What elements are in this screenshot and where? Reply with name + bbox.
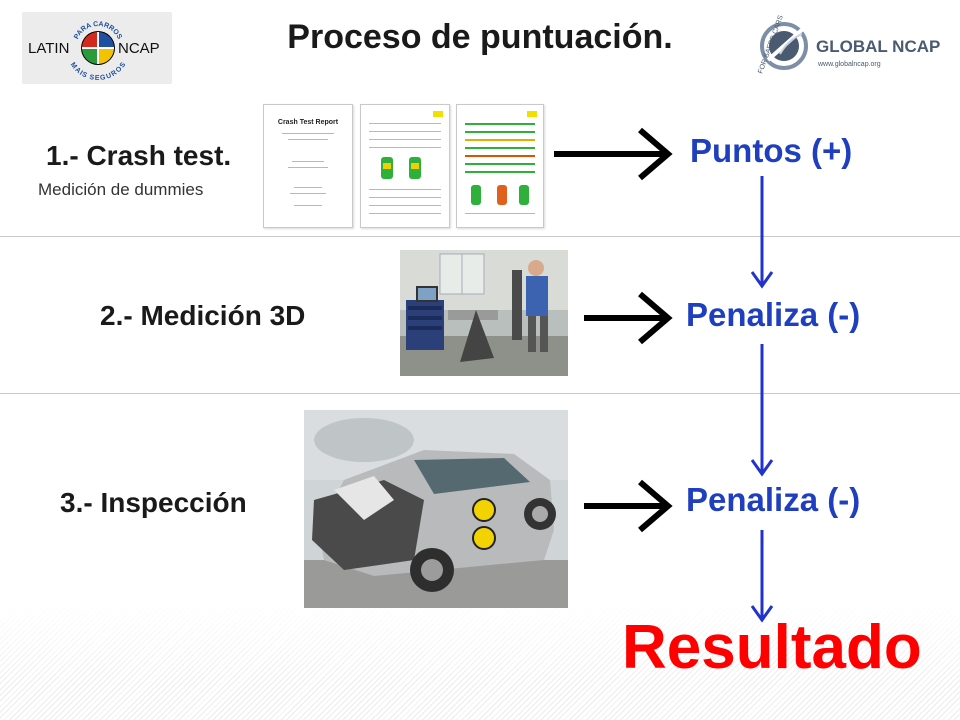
arrow-right-icon [584,291,673,345]
step-1-label: 1.- Crash test. [46,140,232,171]
step-2-label: 2.- Medición 3D [100,300,306,331]
step-1-outcome: Puntos (+) [690,132,853,169]
latin-ncap-right-text: NCAP [118,40,160,57]
crash-report-page-2 [360,104,450,228]
page-title: Proceso de puntuación. [287,18,673,56]
crashed-car-photo [304,410,568,608]
step-2-outcome: Penaliza (-) [686,296,861,333]
report-title: Crash Test Report [277,119,339,126]
arrow-down-icon [750,530,774,623]
latin-ncap-logo: PARA CARROS MAIS SEGUROS LATIN NCAP [22,12,172,84]
crash-report-cover: Crash Test Report [263,104,353,228]
arrow-right-icon [554,127,673,181]
arrow-down-icon [750,344,774,477]
step-3-outcome: Penaliza (-) [686,481,861,518]
global-ncap-brand: GLOBAL NCAP [816,37,940,56]
result-label: Resultado [622,613,922,682]
row-divider-1 [0,236,960,237]
global-ncap-logo: FOR SAFER CARS GLOBAL NCAP www.globalnca… [750,14,940,78]
row-divider-2 [0,393,960,394]
arrow-right-icon [584,479,673,533]
global-ncap-url: www.globalncap.org [817,61,881,68]
arrow-down-icon [750,176,774,289]
measurement-3d-photo [400,250,568,376]
step-1-sublabel: Medición de dummies [38,180,204,199]
step-3-label: 3.- Inspección [60,487,247,518]
background-hatch [0,600,960,720]
latin-ncap-left-text: LATIN [28,40,69,57]
crash-report-page-3 [456,104,544,228]
